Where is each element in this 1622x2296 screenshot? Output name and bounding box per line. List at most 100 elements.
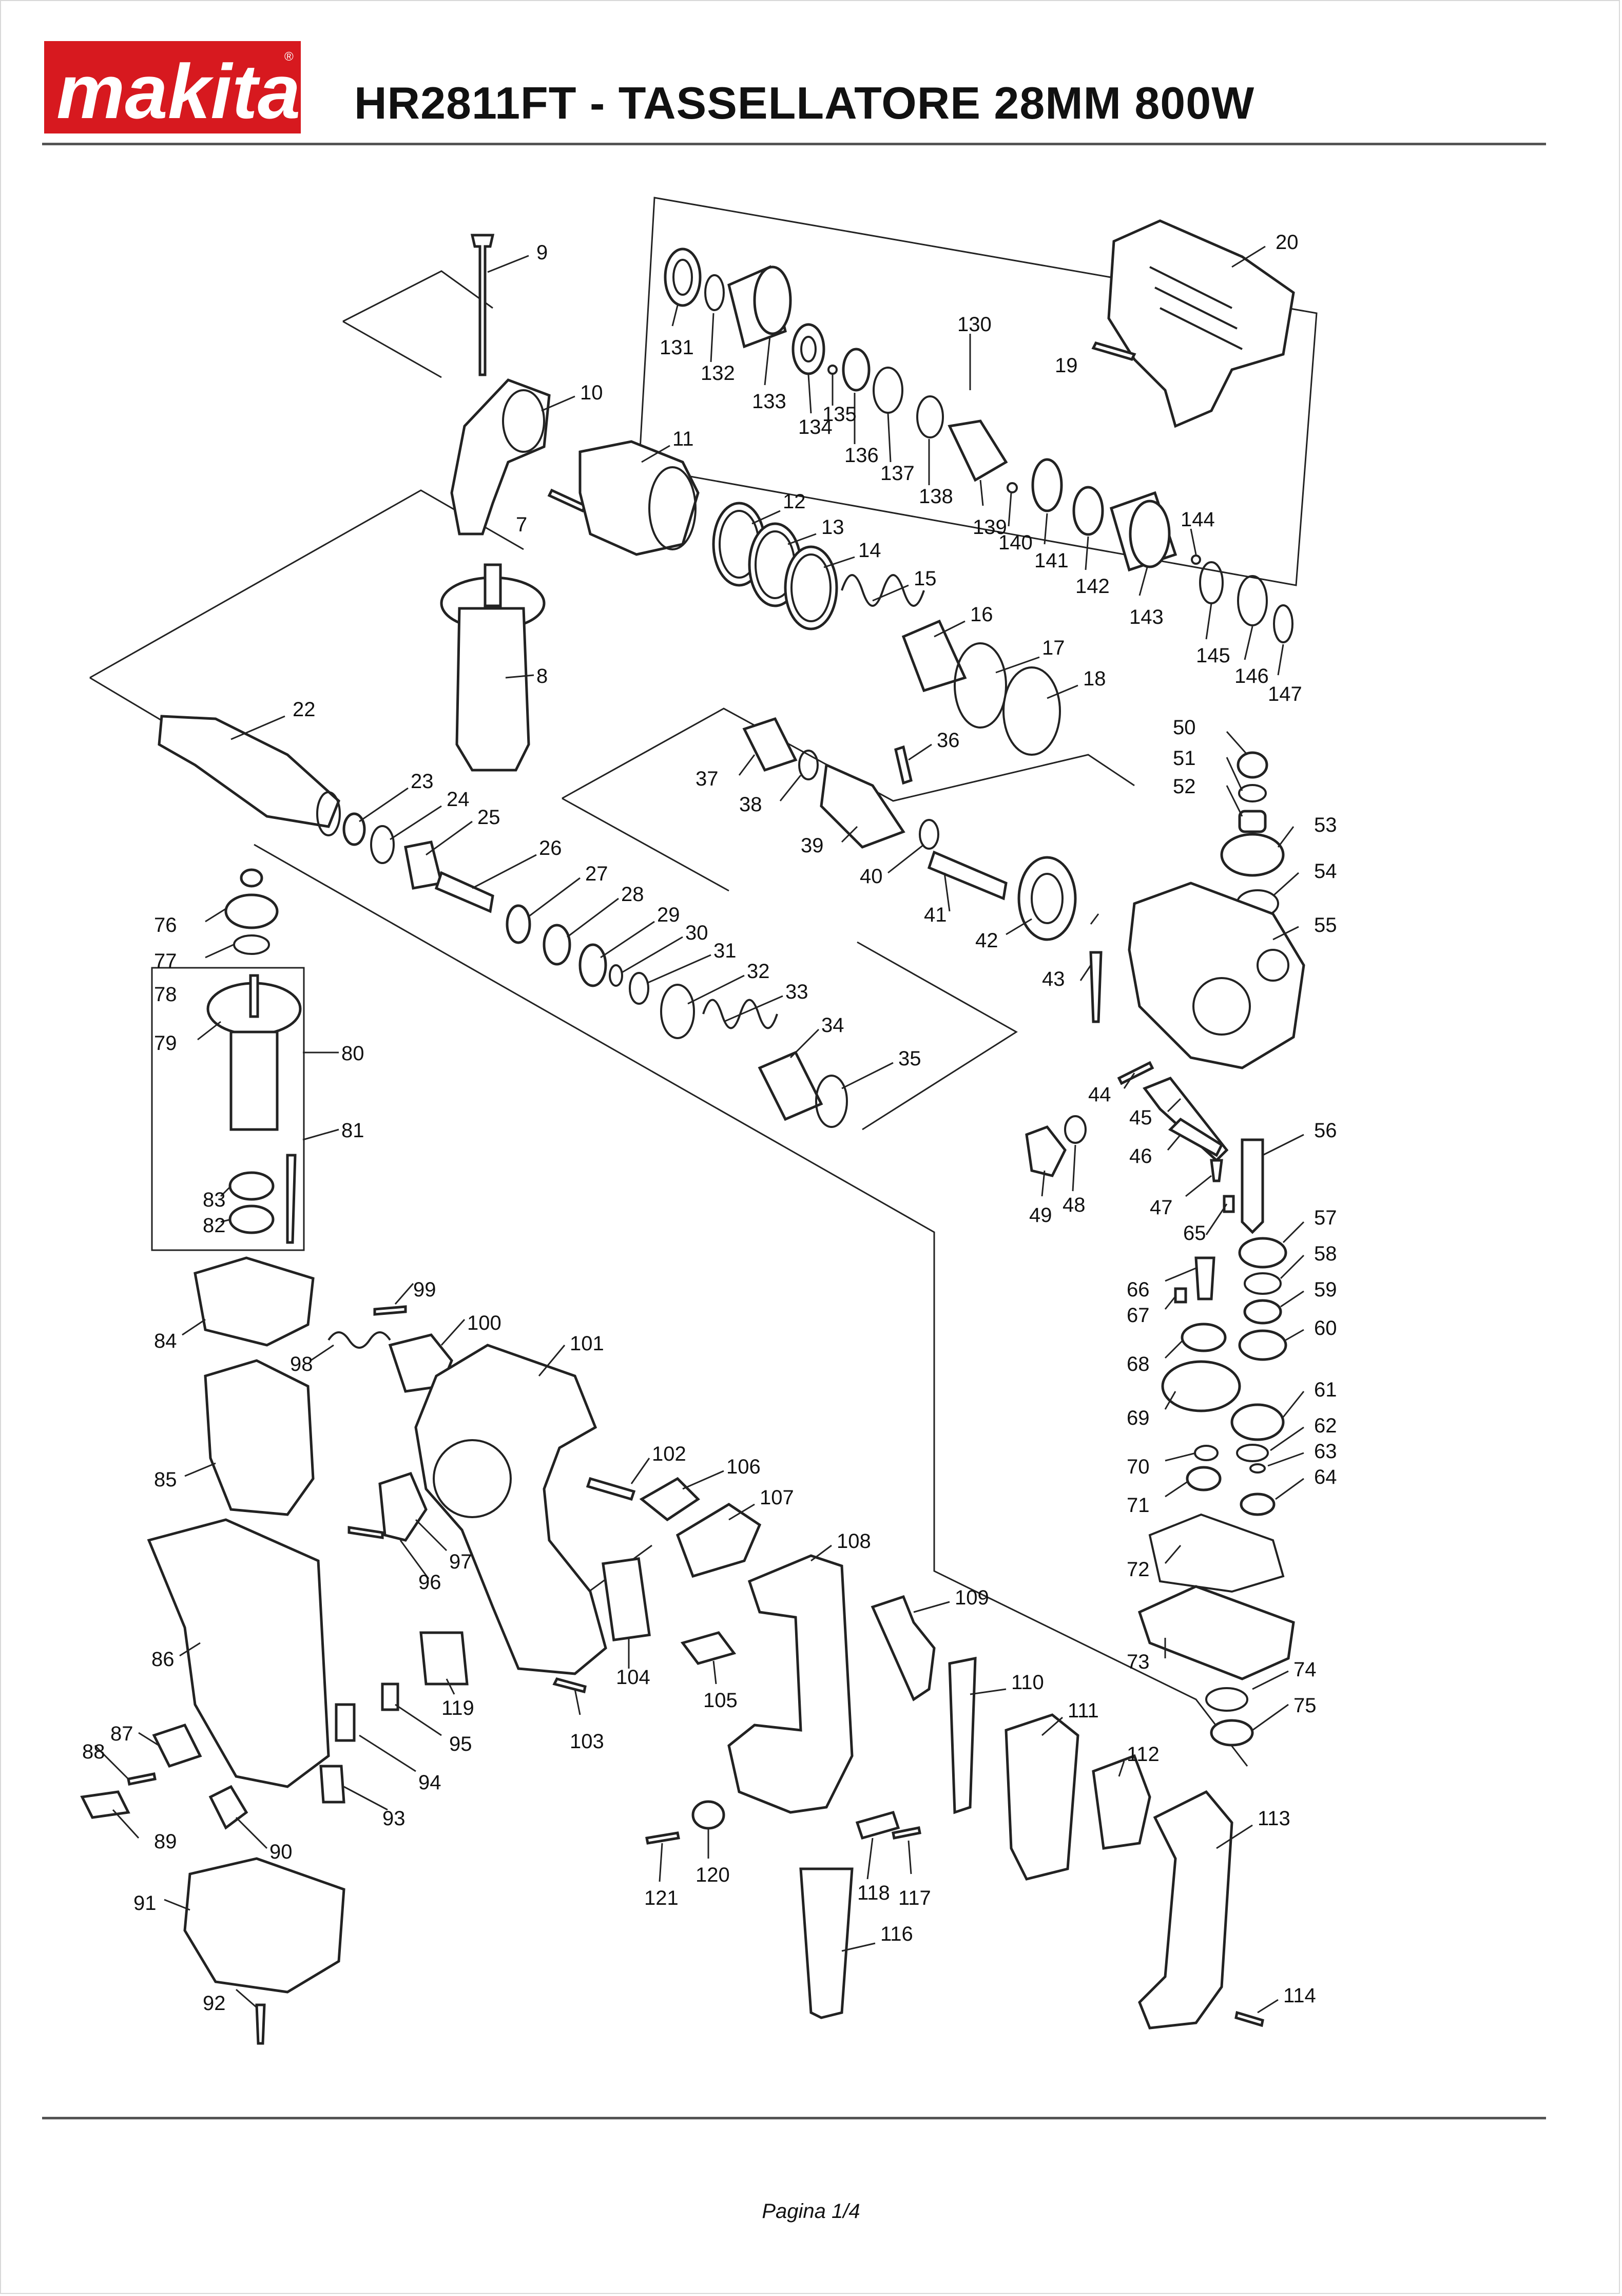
part-label-98: 98 — [290, 1353, 313, 1375]
part-label-9: 9 — [536, 241, 548, 264]
part-label-79: 79 — [154, 1032, 177, 1055]
part-label-76: 76 — [154, 914, 177, 936]
part-label-92: 92 — [203, 1992, 226, 2015]
part-label-24: 24 — [447, 788, 470, 811]
part-label-131: 131 — [660, 336, 694, 359]
part-label-8: 8 — [536, 665, 548, 687]
part-label-73: 73 — [1127, 1651, 1150, 1673]
side-grip-clamp-10 — [450, 378, 551, 535]
part-label-7: 7 — [516, 513, 527, 536]
part-label-12: 12 — [783, 490, 806, 513]
part-label-107: 107 — [760, 1486, 794, 1509]
part-label-45: 45 — [1129, 1106, 1152, 1129]
brush-93 — [319, 1765, 345, 1804]
part-label-109: 109 — [955, 1586, 989, 1609]
part-label-146: 146 — [1234, 665, 1269, 687]
part-label-114: 114 — [1283, 1984, 1316, 2007]
part-label-26: 26 — [539, 837, 562, 859]
spring-44 — [1117, 1061, 1154, 1085]
front-parts-panel — [638, 197, 1318, 586]
document-title: HR2811FT - TASSELLATORE 28MM 800W — [354, 78, 1255, 128]
part-label-140: 140 — [998, 531, 1033, 554]
gear-housing-55 — [1128, 882, 1305, 1069]
part-label-135: 135 — [822, 403, 857, 426]
part-label-121: 121 — [644, 1887, 679, 1909]
part-label-102: 102 — [652, 1443, 686, 1465]
screw-92 — [255, 2003, 266, 2045]
part-label-69: 69 — [1127, 1407, 1150, 1429]
spring-98 — [327, 1331, 391, 1349]
part-label-19: 19 — [1055, 354, 1078, 377]
part-label-60: 60 — [1314, 1317, 1337, 1340]
part-label-37: 37 — [696, 768, 719, 790]
terminal-95 — [381, 1682, 399, 1711]
screw-99 — [373, 1305, 407, 1316]
part-label-56: 56 — [1314, 1119, 1337, 1142]
part-label-68: 68 — [1127, 1353, 1150, 1375]
screw-7 — [547, 488, 587, 513]
gear-panel-outline — [562, 707, 1135, 802]
part-label-31: 31 — [713, 940, 737, 962]
part-label-25: 25 — [477, 806, 500, 829]
part-label-78: 78 — [154, 983, 177, 1006]
part-label-58: 58 — [1314, 1242, 1337, 1265]
part-label-99: 99 — [413, 1278, 436, 1301]
part-label-143: 143 — [1129, 606, 1164, 628]
part-label-104: 104 — [616, 1666, 650, 1689]
part-label-89: 89 — [154, 1830, 177, 1853]
part-label-10: 10 — [580, 381, 603, 404]
part-label-50: 50 — [1173, 716, 1196, 739]
part-label-120: 120 — [696, 1864, 730, 1886]
field-85 — [204, 1359, 315, 1516]
part-label-59: 59 — [1314, 1278, 1337, 1301]
part-label-61: 61 — [1314, 1379, 1337, 1401]
cap-97 — [378, 1471, 428, 1542]
part-label-101: 101 — [570, 1332, 604, 1355]
part-label-87: 87 — [110, 1723, 133, 1745]
part-label-28: 28 — [621, 883, 644, 906]
screw-81 — [286, 1154, 297, 1244]
part-label-42: 42 — [975, 929, 998, 952]
part-label-40: 40 — [860, 865, 883, 888]
part-label-110: 110 — [1011, 1671, 1044, 1694]
part-label-33: 33 — [785, 981, 808, 1003]
part-label-106: 106 — [726, 1456, 761, 1478]
part-label-53: 53 — [1314, 814, 1337, 836]
part-label-105: 105 — [703, 1689, 738, 1712]
con-rod-41 — [927, 850, 1008, 901]
rear-cover-91 — [183, 1857, 345, 1994]
part-label-144: 144 — [1181, 508, 1215, 531]
part-label-96: 96 — [418, 1571, 441, 1594]
part-label-16: 16 — [970, 603, 993, 626]
part-label-74: 74 — [1293, 1658, 1317, 1681]
screw-114 — [1234, 2011, 1264, 2027]
part-label-147: 147 — [1268, 683, 1302, 705]
screw-102 — [586, 1477, 636, 1501]
part-label-139: 139 — [973, 516, 1007, 539]
gasket-72 — [1148, 1513, 1285, 1593]
part-label-41: 41 — [924, 904, 947, 926]
part-label-43: 43 — [1042, 968, 1065, 990]
part-label-20: 20 — [1276, 231, 1299, 254]
screw-19 — [1091, 341, 1136, 361]
part-label-67: 67 — [1127, 1304, 1150, 1327]
part-label-117: 117 — [898, 1887, 931, 1909]
cylinder-39 — [820, 763, 905, 849]
part-label-80: 80 — [341, 1042, 364, 1065]
part-label-100: 100 — [467, 1312, 501, 1334]
part-label-93: 93 — [382, 1807, 405, 1830]
housing-101 — [414, 1344, 607, 1675]
part-label-94: 94 — [418, 1771, 441, 1794]
part-label-71: 71 — [1127, 1494, 1150, 1517]
screw-121 — [645, 1831, 680, 1845]
motor-housing-86 — [147, 1518, 330, 1788]
part-label-46: 46 — [1129, 1145, 1152, 1168]
part-number-labels: 9 10 7 11 12 13 14 15 16 17 18 19 20 8 2… — [82, 231, 1337, 2015]
brush-94 — [335, 1703, 356, 1742]
page-number: Pagina 1/4 — [762, 2200, 860, 2223]
part-label-75: 75 — [1293, 1694, 1317, 1717]
part-label-72: 72 — [1127, 1558, 1150, 1581]
part-label-137: 137 — [880, 462, 915, 485]
sleeve-25 — [404, 840, 443, 890]
part-label-11: 11 — [672, 428, 694, 450]
